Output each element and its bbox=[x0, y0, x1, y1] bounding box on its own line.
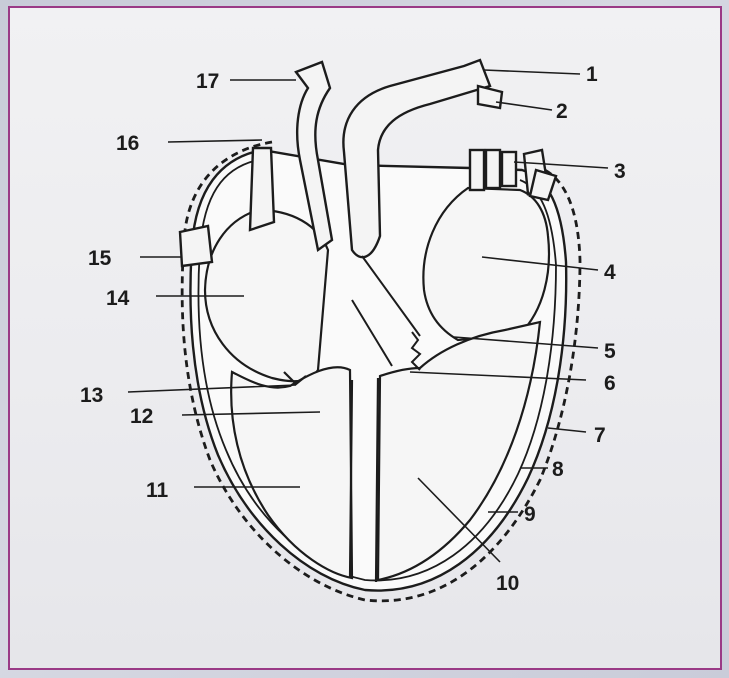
label-2: 2 bbox=[556, 100, 568, 123]
label-9: 9 bbox=[524, 503, 536, 526]
label-12: 12 bbox=[130, 405, 153, 428]
label-1: 1 bbox=[586, 63, 598, 86]
aorta-branch bbox=[478, 86, 502, 108]
label-13: 13 bbox=[80, 384, 103, 407]
label-3: 3 bbox=[614, 160, 626, 183]
inferior-vena-cava bbox=[180, 226, 212, 266]
label-11: 11 bbox=[146, 479, 169, 502]
superior-vena-cava bbox=[250, 148, 274, 230]
label-6: 6 bbox=[604, 372, 616, 395]
label-17: 17 bbox=[196, 70, 219, 93]
label-14: 14 bbox=[106, 287, 130, 310]
label-4: 4 bbox=[604, 261, 616, 284]
label-8: 8 bbox=[552, 458, 564, 481]
label-16: 16 bbox=[116, 132, 139, 155]
label-5: 5 bbox=[604, 340, 616, 363]
label-15: 15 bbox=[88, 247, 112, 270]
label-7: 7 bbox=[594, 424, 606, 447]
label-10: 10 bbox=[496, 572, 519, 595]
